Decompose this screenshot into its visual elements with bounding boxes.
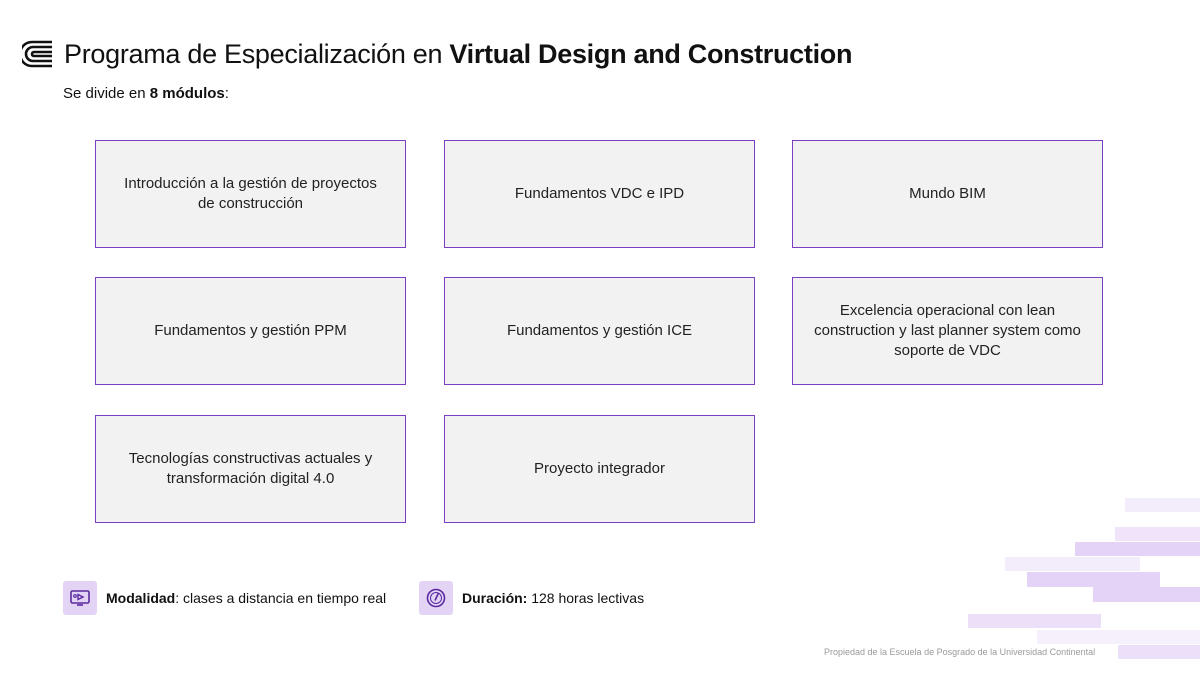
module-card: Proyecto integrador <box>444 415 755 523</box>
module-card: Mundo BIM <box>792 140 1103 248</box>
module-card: Fundamentos y gestión ICE <box>444 277 755 385</box>
module-card: Introducción a la gestión de proyectos d… <box>95 140 406 248</box>
video-class-icon <box>63 581 97 615</box>
duracion-info: Duración: 128 horas lectivas <box>419 581 644 615</box>
module-card: Excelencia operacional con lean construc… <box>792 277 1103 385</box>
modules-intro: Se divide en 8 módulos: <box>63 85 229 102</box>
header: Programa de Especialización en Virtual D… <box>22 38 852 70</box>
modalidad-info: Modalidad: clases a distancia en tiempo … <box>63 581 386 615</box>
module-card: Fundamentos y gestión PPM <box>95 277 406 385</box>
property-note: Propiedad de la Escuela de Posgrado de l… <box>824 647 1096 657</box>
module-card: Fundamentos VDC e IPD <box>444 140 755 248</box>
module-card: Tecnologías constructivas actuales y tra… <box>95 415 406 523</box>
page-title: Programa de Especialización en Virtual D… <box>64 38 853 69</box>
university-logo-icon <box>22 40 52 68</box>
clock-icon <box>419 581 453 615</box>
